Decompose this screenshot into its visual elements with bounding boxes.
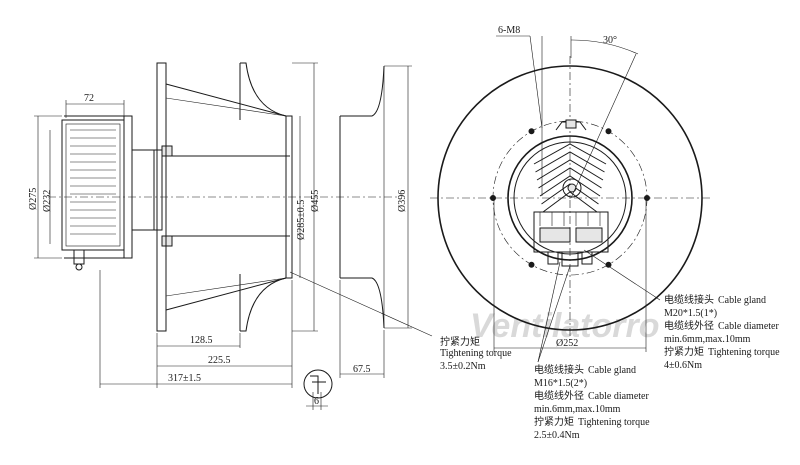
dim-pitch-diameter: Ø252 [556,338,578,349]
motor-body [61,115,290,271]
dim-angle-30: 30° [603,35,617,46]
dim-outer-diameter: Ø455 [310,190,321,212]
dim-inlet-diameter: Ø285±0.5 [296,200,307,240]
dim-72: 72 [84,93,94,104]
gland-right-torque: 4±0.6Nm [664,360,702,371]
bolt-hole [528,261,535,268]
cable-gland-note-right: 电缆线接头 Cable gland M20*1.5(1*) 电缆线外径 Cable … [664,293,780,371]
bolt-hole [490,195,496,201]
dim-hub-diameter: Ø232 [42,190,53,212]
gland-right-cn-2: 电缆线外径 [664,319,714,332]
dim-motor-diameter: Ø275 [28,188,39,210]
bolt-hole [528,128,535,135]
side-view: 72 Ø275 Ø232 Ø285±0.5 Ø455 Ø396 67.5 128… [28,62,512,410]
gland-right-en-2: Cable diameter [718,321,779,332]
detail-view: 6 [303,369,333,410]
dim-6-m8: 6-M8 [498,25,520,36]
left-torque-cn: 拧紧力矩 [440,335,480,348]
gland-right-en-1: Cable gland [718,295,766,306]
gland-bottom-en-3: Tightening torque [578,417,650,428]
gland-bottom-en-2: Cable diameter [588,391,649,402]
gland-bottom-cn-2: 电缆线外径 [534,389,584,402]
watermark-text: Ventilatorro [470,307,660,345]
bolt-hole [605,128,612,135]
bolt-holes [490,128,650,268]
gland-bottom-cn-3: 拧紧力矩 [534,415,574,428]
gland-bottom-size: M16*1.5(2*) [534,378,587,389]
gland-bottom-en-1: Cable gland [588,365,636,376]
dim-nozzle-depth: 67.5 [353,364,371,375]
left-torque-en: Tightening torque [440,348,512,359]
gland-bottom-torque: 2.5±0.4Nm [534,430,580,441]
bolt-hole [644,195,650,201]
inlet-nozzle [339,65,385,329]
cable-gland-note-bottom: 电缆线接头 Cable gland M16*1.5(2*) 电缆线外径 Cable … [534,363,650,441]
gland-right-cn-3: 拧紧力矩 [664,345,704,358]
dim-317: 317±1.5 [168,373,201,384]
gland-bottom-range: min.6mm,max.10mm [534,404,621,415]
gland-right-cn-1: 电缆线接头 [664,293,714,306]
left-torque-value: 3.5±0.2Nm [440,361,486,372]
gland-right-range: min.6mm,max.10mm [664,334,751,345]
dim-225-5: 225.5 [208,355,231,366]
dim-128-5: 128.5 [190,335,213,346]
gland-right-en-3: Tightening torque [708,347,780,358]
gland-right-size: M20*1.5(1*) [664,308,717,319]
dim-nozzle-diameter: Ø396 [397,190,408,212]
front-view: 6-M8 30° Ø252 [430,25,710,363]
gland-bottom-cn-1: 电缆线接头 [534,363,584,376]
dim-thickness-6: 6 [314,396,319,407]
